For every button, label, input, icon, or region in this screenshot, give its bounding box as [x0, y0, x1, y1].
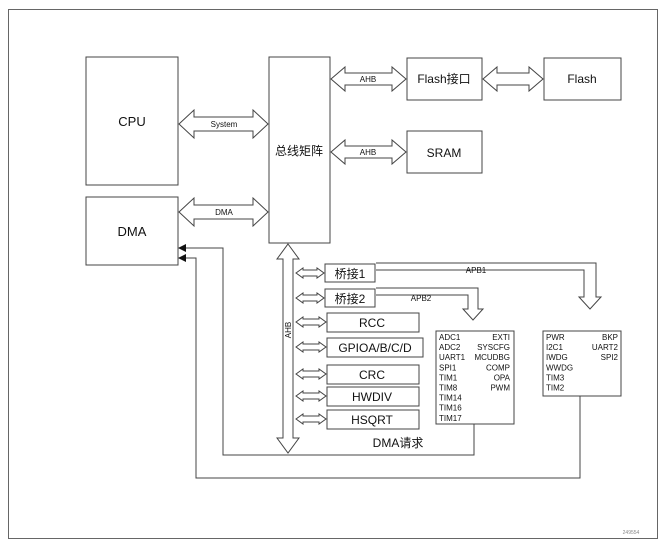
- crc-block: [326, 364, 420, 385]
- peripheral-item: TIM2: [546, 384, 565, 393]
- peripheral-item: PWR: [546, 333, 565, 342]
- peripheral-item: PWM: [490, 384, 510, 393]
- peripheral-item: UART1: [439, 353, 466, 362]
- ahb-vertical-label: AHB: [284, 322, 293, 338]
- sram-block: [406, 130, 483, 174]
- peripheral-item: TIM1: [439, 373, 458, 382]
- peripheral-item: EXTI: [492, 333, 510, 342]
- peripheral-item: TIM17: [439, 414, 462, 423]
- ahb-flash-label: AHB: [360, 75, 376, 84]
- ahb-connector-arrows: [295, 267, 327, 425]
- figure-id: 249554: [623, 530, 640, 536]
- flash-interface-label: Flash接口: [417, 71, 470, 86]
- hwdiv-block: [326, 386, 420, 407]
- peripheral-item: TIM3: [546, 373, 565, 382]
- system-bus-arrow: [178, 108, 269, 140]
- system-bus-label: System: [211, 120, 238, 129]
- apb2-peripherals-box: [435, 330, 515, 425]
- peripheral-item: ADC1: [439, 333, 461, 342]
- rcc-label: RCC: [359, 316, 385, 330]
- crc-label: CRC: [359, 368, 385, 382]
- diagram-frame: [8, 9, 658, 539]
- peripheral-item: SPI2: [601, 353, 619, 362]
- ahb-flash-arrow: [330, 65, 407, 93]
- peripheral-item: WWDG: [546, 363, 573, 372]
- bridge2-label: 桥接2: [335, 291, 366, 306]
- bridge1-block: [324, 263, 376, 283]
- peripheral-item: BKP: [602, 333, 618, 342]
- peripheral-item: IWDG: [546, 353, 568, 362]
- apb1-peripherals-box: [542, 330, 622, 397]
- peripheral-item: MCUDBG: [474, 353, 510, 362]
- gpio-block: [326, 337, 424, 358]
- rcc-block: [326, 312, 420, 333]
- peripheral-item: SPI1: [439, 363, 457, 372]
- hsqrt-label: HSQRT: [351, 413, 393, 427]
- flash-block: [543, 57, 622, 101]
- dma-bus-label: DMA: [215, 208, 233, 217]
- cpu-label: CPU: [118, 114, 145, 129]
- gpio-label: GPIOA/B/C/D: [338, 341, 412, 355]
- peripheral-item: ADC2: [439, 343, 461, 352]
- sram-label: SRAM: [427, 146, 462, 160]
- apb1-bus: [376, 262, 603, 310]
- dma-bus-arrow: [178, 196, 269, 228]
- bridge2-block: [324, 288, 376, 308]
- peripheral-item: TIM8: [439, 384, 458, 393]
- ahb-vertical-bus: [276, 243, 300, 454]
- flash-label: Flash: [567, 72, 596, 86]
- hwdiv-label: HWDIV: [352, 390, 392, 404]
- dma-block: [85, 196, 179, 266]
- dma-request-label: DMA请求: [373, 436, 424, 450]
- dma-request-lines: [178, 244, 581, 479]
- flash-interface-block: [406, 57, 483, 101]
- peripheral-item: SYSCFG: [477, 343, 510, 352]
- peripheral-item: TIM16: [439, 404, 462, 413]
- ahb-sram-arrow: [330, 138, 407, 166]
- ahb-sram-label: AHB: [360, 148, 376, 157]
- peripheral-item: I2C1: [546, 343, 563, 352]
- peripheral-item: UART2: [592, 343, 619, 352]
- apb2-bus: [376, 287, 485, 321]
- peripheral-item: TIM14: [439, 394, 462, 403]
- peripheral-item: COMP: [486, 363, 510, 372]
- apb1-label: APB1: [466, 266, 487, 275]
- bus-matrix-block: [268, 56, 331, 244]
- peripheral-item: OPA: [494, 373, 511, 382]
- hsqrt-block: [326, 409, 420, 430]
- bridge1-label: 桥接1: [335, 266, 366, 281]
- apb2-label: APB2: [411, 294, 432, 303]
- cpu-block: [85, 56, 179, 186]
- bus-matrix-label: 总线矩阵: [275, 144, 323, 158]
- dma-label: DMA: [118, 224, 147, 239]
- flash-link-arrow: [482, 65, 544, 93]
